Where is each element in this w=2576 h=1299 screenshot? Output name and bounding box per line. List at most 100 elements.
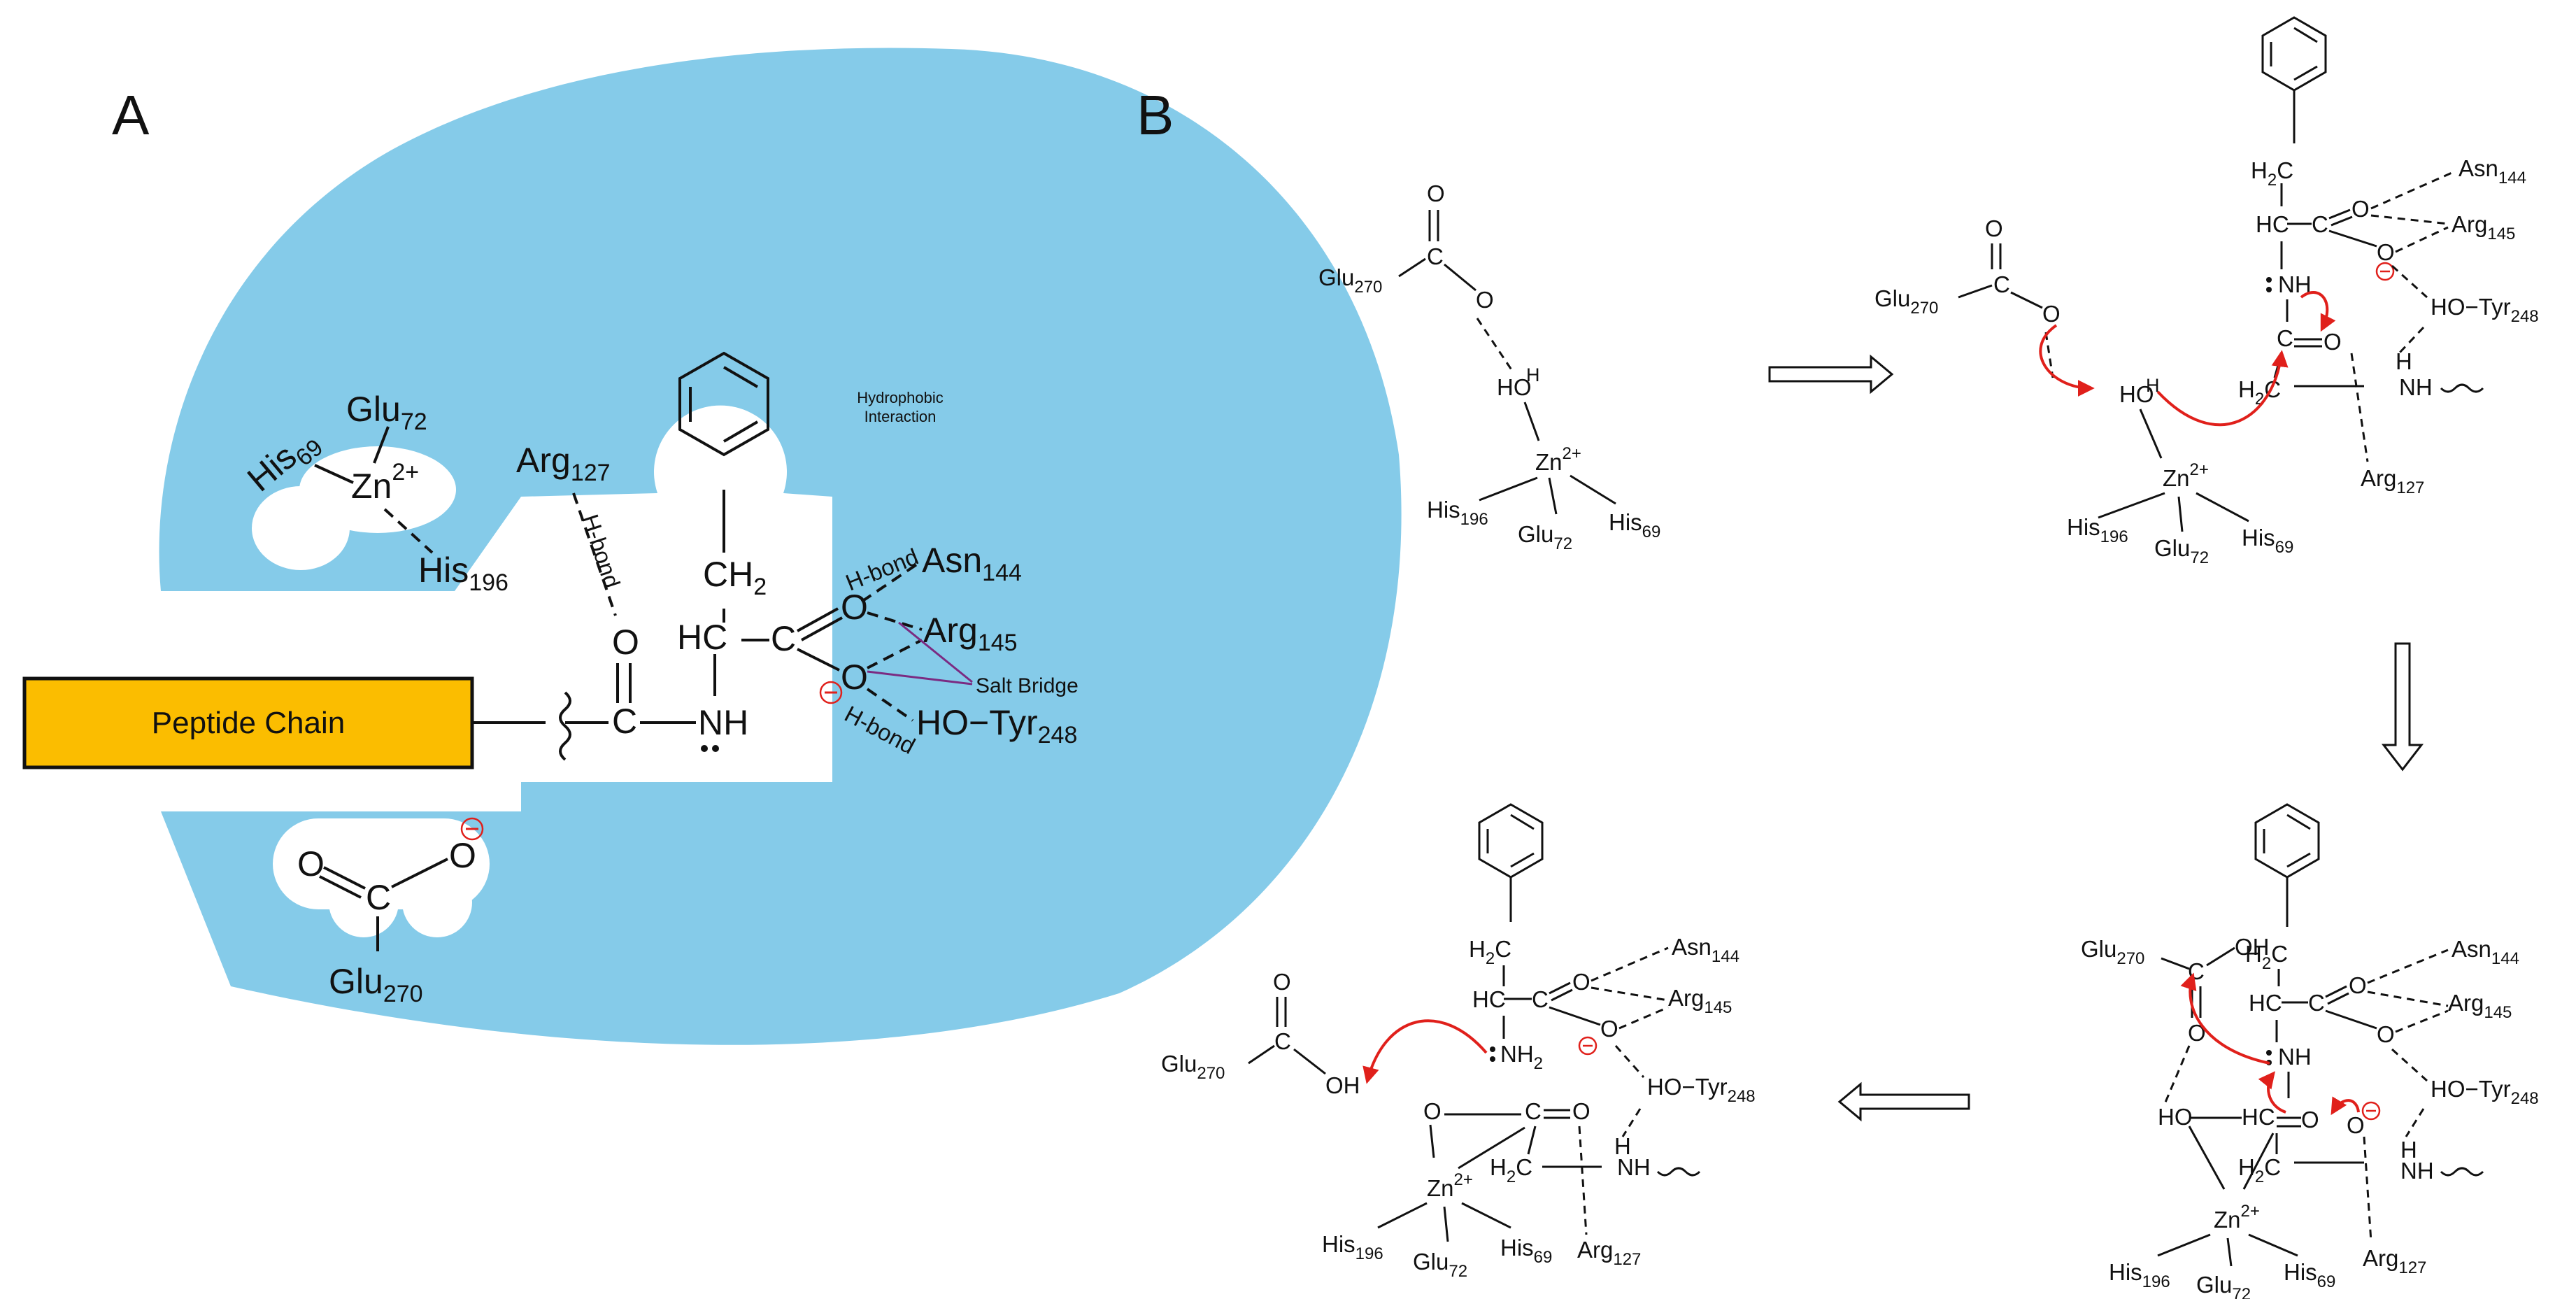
lone-pair-dot-2 bbox=[712, 745, 719, 752]
step1-o: O bbox=[1476, 287, 1494, 313]
step2-o-top: O bbox=[1985, 215, 2003, 241]
step2-asn: Asn144 bbox=[2458, 155, 2526, 187]
step4-arg145: Arg145 bbox=[1668, 985, 1732, 1017]
phenyl-ring-a bbox=[678, 351, 769, 457]
step3-glu72: Glu72 bbox=[2196, 1272, 2251, 1299]
step2-structure: H2C HC C O O Asn144 Arg145 HO−Tyr248 NH … bbox=[1874, 16, 2539, 567]
arrow-electron-5 bbox=[2258, 1071, 2286, 1114]
step4-his196: His196 bbox=[1322, 1231, 1383, 1263]
step4-structure: H2C HC C O O Asn144 Arg145 HO−Tyr248 NH2… bbox=[1161, 803, 1756, 1281]
step4-c1: C bbox=[1532, 986, 1549, 1012]
step1-ho: HO bbox=[1497, 374, 1532, 400]
step4-o-left: O bbox=[1423, 1098, 1442, 1124]
step2-c1: C bbox=[2312, 211, 2328, 237]
panel-b-label: B bbox=[1137, 84, 1174, 146]
tyr248-label: HO−Tyr248 bbox=[916, 703, 1077, 748]
carbonyl-c: C bbox=[612, 702, 637, 741]
step2-hc: HC bbox=[2256, 211, 2289, 237]
carboxyl-o1: O bbox=[841, 588, 868, 627]
peptide-chain-label: Peptide Chain bbox=[152, 706, 345, 740]
step3-tyr: HO−Tyr248 bbox=[2431, 1076, 2539, 1108]
active-site-pocket bbox=[159, 48, 1402, 1045]
negative-charge-icon-s3 bbox=[2361, 1101, 2381, 1121]
step2-his196: His196 bbox=[2067, 514, 2128, 546]
his196-zn-bond bbox=[383, 508, 434, 554]
arg127-symbol: Arg bbox=[516, 441, 571, 480]
arg145-o1-line bbox=[867, 611, 923, 631]
zn-label: Zn2+ bbox=[351, 459, 419, 506]
step1-glu72: Glu72 bbox=[1518, 521, 1572, 553]
step1-his196: His196 bbox=[1427, 497, 1488, 529]
step3-o4: O bbox=[2347, 1112, 2365, 1138]
step2-o2: O bbox=[2377, 239, 2395, 265]
glu270-a-double-2 bbox=[319, 875, 362, 899]
step2-tyr: HO−Tyr248 bbox=[2431, 294, 2539, 326]
negative-charge-icon-s4 bbox=[1578, 1036, 1597, 1056]
glu72-sub: 72 bbox=[401, 409, 427, 435]
step2-ho: HO bbox=[2119, 381, 2154, 407]
arg127-label: Arg127 bbox=[516, 441, 611, 486]
step1-his69: His69 bbox=[1609, 509, 1660, 541]
step3-nh: NH bbox=[2278, 1044, 2312, 1070]
salt-bridge-label: Salt Bridge bbox=[976, 674, 1079, 697]
step4-tyr: HO−Tyr248 bbox=[1647, 1074, 1756, 1106]
step2-glu: Glu270 bbox=[1874, 285, 1938, 318]
step4-o-top: O bbox=[1273, 969, 1291, 995]
asn144-hbond-line bbox=[860, 560, 923, 603]
step1-o-top: O bbox=[1427, 180, 1445, 206]
reaction-arrow-left bbox=[1837, 1081, 1970, 1122]
c-o-double-1 bbox=[797, 607, 839, 632]
step1-structure: O C Glu270 O HO H Zn2+ His196 Glu72 His6… bbox=[1318, 180, 1660, 553]
asn144-label: Asn144 bbox=[922, 541, 1022, 586]
arg127-hbond-line bbox=[572, 492, 617, 616]
salt-bridge-line-1 bbox=[898, 621, 973, 683]
arg145-symbol: Arg bbox=[923, 611, 978, 650]
hydrophobic-label-line2: Interaction bbox=[864, 408, 937, 425]
tyr248-hbond-line bbox=[866, 688, 914, 722]
arrow-electron-7 bbox=[1362, 1019, 1488, 1084]
ch2-sub: 2 bbox=[753, 574, 767, 600]
step4-oh: OH bbox=[1325, 1072, 1360, 1098]
step4-hc: HC bbox=[1472, 986, 1506, 1012]
hydrophobic-interaction-label: Hydrophobic Interaction bbox=[857, 389, 944, 425]
arrow-electron-2 bbox=[2156, 350, 2289, 427]
glu270-a-symbol: Glu bbox=[329, 962, 383, 1001]
glu270-a-double-1 bbox=[323, 866, 366, 890]
step3-h2c-b: H2C bbox=[2238, 1154, 2281, 1186]
his196-symbol: His bbox=[418, 551, 469, 590]
c-o-double-2 bbox=[801, 616, 843, 641]
lone-pair-dot-1 bbox=[701, 745, 708, 752]
his196-sub: 196 bbox=[469, 569, 508, 596]
step2-his69: His69 bbox=[2242, 525, 2293, 557]
step3-glu-o: O bbox=[2188, 1020, 2206, 1046]
glu270-a: O C O Glu270 bbox=[297, 817, 484, 1007]
step2-glu-c: C bbox=[1993, 271, 2010, 297]
step2-h-ho: H bbox=[2146, 375, 2160, 396]
arg145-sub: 145 bbox=[978, 630, 1018, 656]
step3-asn: Asn144 bbox=[2452, 936, 2519, 968]
tyr248-sub: 248 bbox=[1038, 722, 1078, 748]
step3-h2c: H2C bbox=[2245, 941, 2288, 973]
step3-h-tyr: H bbox=[2400, 1137, 2417, 1163]
arg127-sub: 127 bbox=[571, 460, 611, 486]
step3-zn: Zn2+ bbox=[2214, 1202, 2260, 1233]
step3-oh: OH bbox=[2235, 934, 2270, 960]
arrow-electron-6 bbox=[2331, 1096, 2360, 1116]
arrow-electron-1 bbox=[2039, 324, 2095, 397]
step2-h-tyr: H bbox=[2396, 348, 2412, 374]
glu72-label: Glu72 bbox=[346, 390, 427, 435]
step4-h2c: H2C bbox=[1469, 936, 1511, 968]
step2-glu72: Glu72 bbox=[2154, 535, 2209, 567]
arg145-o2-line bbox=[867, 639, 923, 669]
arg127-hbond-label: H-bond bbox=[577, 511, 625, 591]
c-o-single bbox=[797, 648, 840, 672]
reaction-arrow-right bbox=[1768, 354, 1894, 395]
glu270-a-o2: O bbox=[449, 836, 476, 875]
negative-charge-icon-a2 bbox=[460, 817, 484, 841]
his69-zn-bond bbox=[314, 464, 354, 484]
step4-nh-2: NH bbox=[1617, 1154, 1651, 1180]
alpha-hc: HC bbox=[677, 618, 727, 657]
step2-h2c: H2C bbox=[2251, 157, 2293, 190]
asn144-sub: 144 bbox=[982, 560, 1022, 586]
step4-o2: O bbox=[1600, 1016, 1618, 1042]
